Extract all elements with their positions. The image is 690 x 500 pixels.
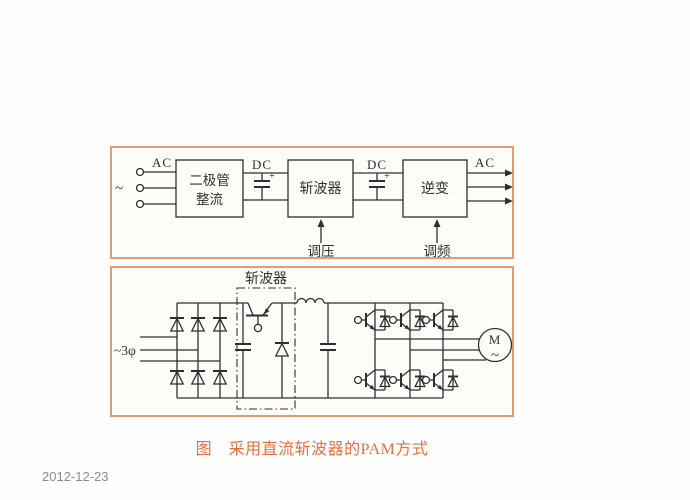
arrowhead-icon	[505, 197, 513, 205]
arrowhead-icon	[317, 219, 325, 227]
block-diagram-frame	[110, 146, 514, 259]
capacitor-symbol	[254, 180, 270, 188]
supply-label: ~3φ	[114, 343, 136, 358]
chopper-block: 斩波器	[287, 159, 354, 218]
date-label: 2012-12-23	[42, 469, 109, 484]
plus-left: +	[269, 171, 275, 182]
ac-output-arrows: AC	[467, 155, 513, 205]
arrowhead-icon	[505, 169, 513, 177]
diode-bridge	[169, 303, 228, 398]
capacitor-symbol	[369, 180, 385, 188]
chopper-transistor	[246, 302, 273, 333]
dc-left-label: DC	[252, 157, 272, 172]
inverter-block: 逆变	[402, 159, 468, 218]
chopper-section-label: 斩波器	[245, 271, 287, 287]
voltage-control-label: 调压	[308, 244, 335, 259]
rectifier-label-line1: 二极管	[189, 173, 230, 188]
terminal-circle	[135, 199, 145, 209]
frequency-control-label: 调频	[424, 244, 451, 259]
block-diagram: ~ AC 二极管 整流 DC + 斩波器 DC	[115, 155, 513, 259]
terminal-circle	[135, 183, 145, 193]
voltage-control: 调压	[308, 219, 335, 259]
motor-phase-lines	[375, 338, 486, 361]
plus-right: +	[384, 171, 390, 182]
ac-out-label: AC	[475, 155, 495, 170]
motor-circle	[477, 327, 513, 363]
terminal-circle	[135, 167, 145, 177]
motor-tilde: ~	[491, 348, 499, 364]
rectifier-block: 二极管 整流	[175, 159, 244, 218]
capacitor-symbol	[320, 343, 336, 351]
inverter-label: 逆变	[421, 181, 449, 197]
dc-link-left: DC +	[243, 157, 288, 201]
dc-link-right: DC +	[353, 157, 403, 201]
motor-letter: M	[489, 332, 502, 347]
ac-in-label: AC	[152, 155, 172, 170]
inductor-symbol	[296, 297, 325, 304]
rectifier-label-line2: 整流	[196, 192, 223, 207]
ac-source-terminals: ~ AC	[115, 155, 176, 209]
source-tilde-symbol: ~	[115, 181, 123, 197]
dc-right-label: DC	[367, 157, 387, 172]
capacitor-symbol	[235, 343, 251, 351]
arrowhead-icon	[433, 219, 441, 227]
figure-caption: 图 采用直流斩波器的PAM方式	[195, 441, 429, 458]
chopper-boundary-box	[236, 287, 296, 410]
arrowhead-icon	[505, 183, 513, 191]
frequency-control: 调频	[424, 219, 451, 259]
circuit-diagram: 斩波器 ~3φ	[114, 271, 513, 410]
freewheel-diode	[274, 342, 290, 357]
filter-capacitor	[320, 303, 336, 398]
motor: M ~	[477, 327, 513, 364]
gate-terminal	[253, 323, 263, 333]
chopper-circuit	[235, 302, 290, 398]
three-phase-input: ~3φ	[114, 336, 220, 362]
chopper-label: 斩波器	[300, 181, 342, 197]
